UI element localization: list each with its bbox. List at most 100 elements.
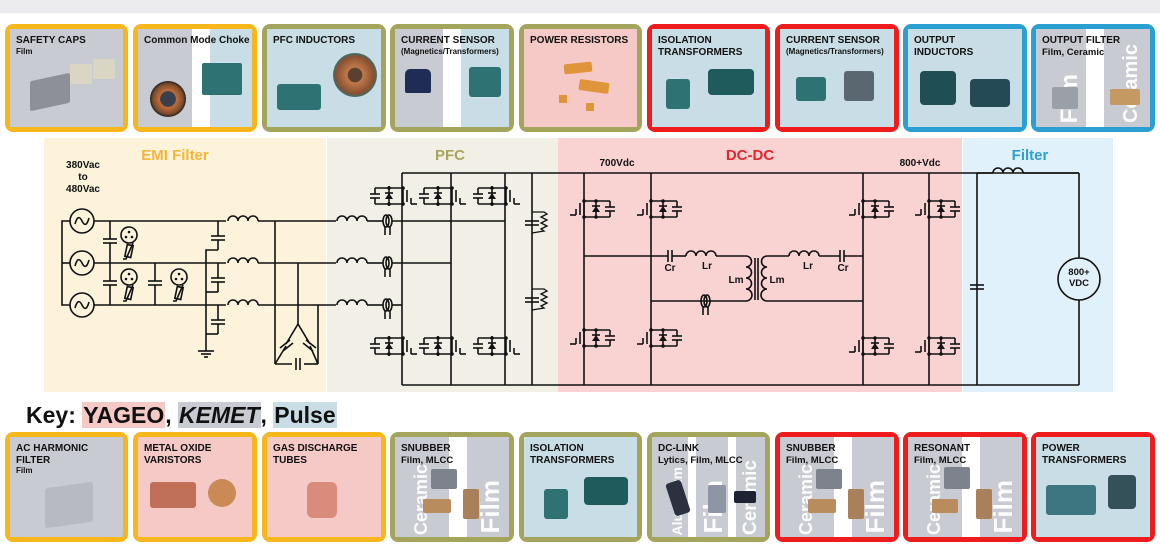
gas-discharge-tube-image [307,482,337,518]
output-voltage-label: 800+Vdc [899,158,941,169]
switch-symbol [369,185,418,207]
ac-source [69,208,95,234]
card-current-sensor-pfc[interactable]: CURRENT SENSOR(Magnetics/Transformers) [390,24,514,132]
section-title-filter: Filter [1011,147,1049,164]
toroid-choke-image [150,81,186,117]
current-sensor-image [796,77,826,101]
lr-left-label: Lr [702,261,712,272]
switch-symbol [472,335,521,357]
switch-symbol [914,198,961,220]
varistor-symbol [170,268,188,302]
power-inductor-image [970,79,1010,107]
cr-right-label: Cr [837,263,849,274]
film-capacitor-image [708,485,726,513]
ceramic-capacitor-image [932,499,958,513]
smd-choke-image [202,63,242,95]
section-pfc [327,138,558,392]
varistor-block-image [150,482,196,508]
key-yageo: YAGEO [82,402,166,428]
current-sensor-image [405,69,431,93]
cr-left-label: Cr [664,263,676,274]
stripe-label: Film [988,479,1018,533]
transformer-image [708,69,754,95]
input-voltage-label: 380Vac to 480Vac [66,160,100,195]
lm-right-label: Lm [769,275,785,286]
film-capacitor-image [816,469,842,489]
section-filter [963,138,1113,392]
dc-load-symbol [1057,257,1101,301]
transformer-image [1046,485,1096,515]
toroid-inductor-image [333,53,377,97]
ceramic-capacitor-image [808,499,836,513]
transformer-image [584,477,628,505]
card-title: CURRENT SENSOR(Magnetics/Transformers) [786,35,884,56]
card-power-resistors[interactable]: POWER RESISTORS [519,24,642,132]
current-transformer-symbol [382,214,393,236]
section-title-dc-dc: DC-DC [725,147,775,164]
film-capacitor-image [431,469,457,489]
transformer-image [666,79,690,109]
film-capacitor-image [70,64,92,84]
switch-symbol [636,327,683,349]
section-title-emi-filter: EMI Filter [141,147,209,164]
card-current-sensor-dcdc[interactable]: CURRENT SENSOR(Magnetics/Transformers) [775,24,899,132]
stripe-label: Ceramic [1120,44,1142,123]
transformer-image [1108,475,1136,509]
switch-symbol [848,335,895,357]
switch-symbol [472,185,521,207]
lm-left-label: Lm [728,275,744,286]
card-pfc-inductors[interactable]: PFC INDUCTORS [262,24,386,132]
film-capacitor-image [1052,87,1078,109]
ground-symbol [198,343,214,358]
dc-load-label: 800+VDC [1068,267,1090,289]
stripe-label: Film [860,479,890,533]
card-title: Common Mode Choke [144,35,250,46]
ceramic-capacitor-image [848,489,864,519]
lr-right-label: Lr [803,261,813,272]
card-common-mode-choke[interactable]: Common Mode Choke [133,24,257,132]
switch-symbol [418,335,467,357]
bus-voltage-label: 700Vdc [599,158,635,169]
card-title: CURRENT SENSOR(Magnetics/Transformers) [401,35,499,56]
ceramic-capacitor-image [463,489,479,519]
key-pulse: Pulse [273,402,337,428]
ceramic-capacitor-image [423,499,451,513]
current-sensor-image [844,71,874,101]
switch-symbol [369,335,418,357]
ac-source [69,250,95,276]
ceramic-capacitor-image [1110,89,1140,105]
resistor-image [559,95,567,103]
film-capacitor-image [944,467,970,489]
ceramic-capacitor-image [734,491,756,503]
smd-inductor-image [277,84,321,110]
switch-symbol [848,198,895,220]
varistor-symbol [120,226,138,260]
disc-varistor-image [208,479,236,507]
key-kemet: KEMET [178,402,261,428]
card-title: POWER RESISTORS [530,35,629,46]
switch-symbol [914,335,961,357]
varistor-symbol [120,268,138,302]
